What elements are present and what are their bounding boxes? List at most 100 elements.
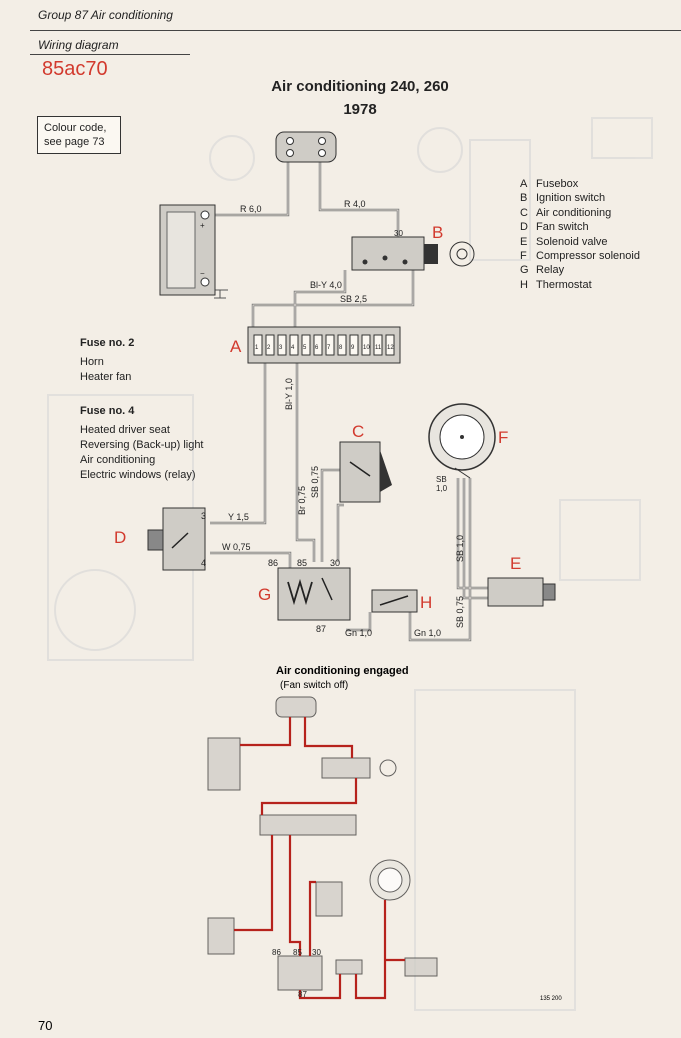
mini-terminal-85: 85 — [293, 948, 302, 957]
fuse-slot — [337, 334, 347, 356]
fuse-slot-number: 3 — [279, 345, 283, 351]
page-number: 70 — [38, 1018, 52, 1033]
fuse-slot — [361, 334, 371, 356]
legend-label: Fan switch — [536, 221, 589, 234]
fuse-slot — [265, 334, 275, 356]
figure-code: 135 200 — [540, 996, 562, 1002]
label-D: D — [114, 528, 126, 547]
ignition-switch: 30 — [351, 229, 475, 271]
label-B: B — [432, 223, 443, 242]
label-F: F — [498, 428, 508, 447]
wire-sb10: SB 1,0 — [455, 535, 465, 562]
legend-label: Fusebox — [536, 178, 579, 190]
fuse-slot-number: 6 — [315, 345, 319, 351]
fuse-slot-number: 12 — [387, 345, 394, 351]
svg-text:+: + — [200, 221, 205, 230]
fuse-slot-number: 5 — [303, 345, 307, 351]
terminal-3: 3 — [201, 511, 206, 521]
diagram-year: 1978 — [343, 101, 377, 118]
fuse-heading: Fuse no. 2 — [80, 337, 135, 349]
legend-key: E — [520, 235, 528, 248]
label-H: H — [420, 593, 432, 612]
legend-label: Relay — [536, 264, 565, 277]
fuse-slot — [385, 334, 395, 356]
svg-text:30: 30 — [394, 229, 403, 238]
colour-code-box: Colour code, see page 73 — [37, 116, 121, 154]
legend-label: Thermostat — [536, 278, 592, 291]
diagram-title: Air conditioning 240, 260 — [271, 78, 449, 95]
wire-sb-f: SB — [436, 475, 447, 484]
terminal-86: 86 — [268, 558, 278, 568]
colour-code-line2: see page 73 — [44, 136, 105, 148]
fuse-slot — [373, 334, 383, 356]
fuse-slot-number: 1 — [255, 345, 259, 351]
legend-item: E Solenoid valve — [520, 235, 640, 249]
legend-label: Air conditioning — [536, 206, 612, 219]
engaged-current-path — [234, 717, 405, 1000]
legend-label: Solenoid valve — [536, 235, 608, 248]
terminal-85: 85 — [297, 558, 307, 568]
wire-bly40: Bl-Y 4,0 — [310, 280, 342, 290]
wire-sb-f2: 1,0 — [436, 484, 448, 493]
bleed-through — [47, 117, 653, 1011]
compressor-solenoid — [428, 403, 496, 479]
fuse-item: Air conditioning — [80, 454, 156, 466]
legend-item: D Fan switch — [520, 220, 640, 234]
legend-key: G — [520, 264, 529, 277]
label-C: C — [352, 422, 364, 441]
engaged-title: Air conditioning engaged — [276, 665, 409, 677]
terminal-30: 30 — [330, 558, 340, 568]
wire-bly10: Bl-Y 1,0 — [284, 378, 294, 410]
wire-sb075-e: SB 0,75 — [455, 596, 465, 628]
engaged-components — [207, 696, 438, 991]
fuse-heading: Fuse no. 4 — [80, 405, 135, 417]
wire-br075: Br 0,75 — [297, 486, 307, 515]
subtitle-rule — [30, 54, 190, 55]
fuse-slot — [349, 334, 359, 356]
wire-y15: Y 1,5 — [228, 512, 249, 522]
legend-key: H — [520, 278, 528, 291]
legend-key: B — [520, 192, 528, 205]
fuse-slot-number: 11 — [375, 345, 382, 351]
label-E: E — [510, 554, 521, 573]
wire-sb25: SB 2,5 — [340, 294, 367, 304]
legend-key: A — [520, 178, 528, 190]
fan-switch — [147, 507, 206, 571]
fuse-slot-number: 9 — [351, 345, 355, 351]
wire-r40: R 4,0 — [344, 199, 366, 209]
fuse-slot-number: 7 — [327, 345, 331, 351]
thermostat — [371, 589, 418, 613]
terminal-4: 4 — [201, 558, 206, 568]
wire-r60: R 6,0 — [240, 204, 262, 214]
legend-item: H Thermostat — [520, 278, 640, 292]
battery: +− — [159, 204, 216, 296]
fuse-slot — [253, 334, 263, 356]
diagram-subtitle: Wiring diagram — [38, 38, 119, 52]
mini-terminal-30: 30 — [312, 948, 321, 957]
fuse-slot — [301, 334, 311, 356]
colour-code-line1: Colour code, — [44, 122, 107, 134]
fuse-slot-number: 4 — [291, 345, 295, 351]
legend-label: Ignition switch — [536, 192, 606, 205]
fuse-item: Electric windows (relay) — [80, 469, 196, 481]
fuse-slot — [325, 334, 335, 356]
mini-terminal-86: 86 — [272, 948, 281, 957]
legend-key: D — [520, 221, 528, 234]
legend-item: A Fusebox — [520, 177, 640, 191]
fuse-slot — [313, 334, 323, 356]
page-stamp: 85ac70 — [42, 58, 108, 80]
fuse-slot — [277, 334, 287, 356]
header-rule — [30, 30, 681, 31]
svg-text:−: − — [200, 269, 205, 278]
group-header: Group 87 Air conditioning — [38, 8, 173, 22]
relay — [277, 567, 351, 621]
fuse-item: Heated driver seat — [80, 424, 170, 436]
legend-item: B Ignition switch — [520, 191, 640, 205]
main-connector — [275, 131, 337, 163]
terminal-87: 87 — [316, 624, 326, 634]
